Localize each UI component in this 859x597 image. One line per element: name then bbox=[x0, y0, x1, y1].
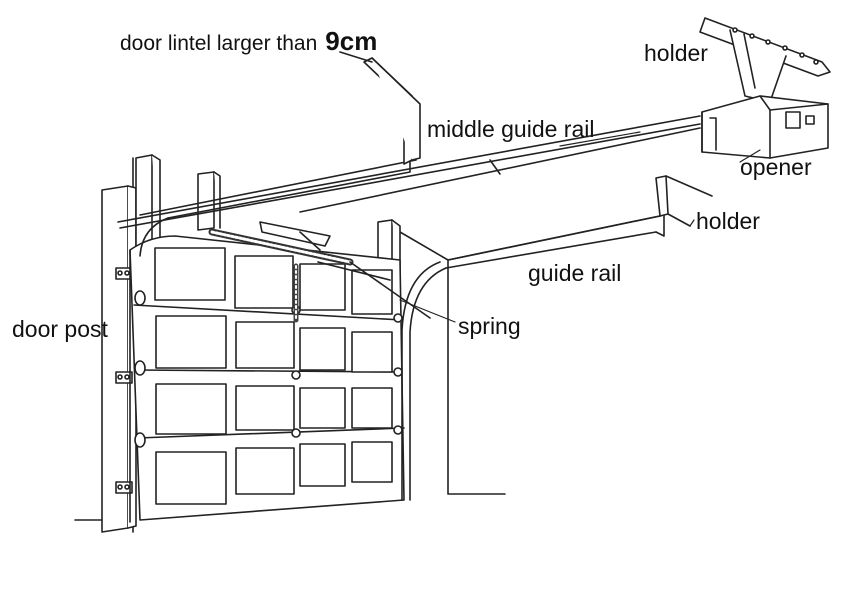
torsion-spring bbox=[208, 221, 431, 323]
door-post-label: door post bbox=[12, 316, 108, 342]
door-rollers bbox=[134, 290, 403, 448]
door-post-hinges bbox=[115, 267, 133, 494]
door-lintel-value: 9cm bbox=[325, 26, 378, 56]
holder-top-label: holder bbox=[644, 40, 708, 66]
spring-label: spring bbox=[458, 313, 521, 339]
door-panels bbox=[154, 247, 393, 505]
door-lintel-text: door lintel larger than bbox=[120, 32, 318, 55]
middle-guide-rail-label: middle guide rail bbox=[427, 116, 595, 142]
guide-rail-label: guide rail bbox=[528, 260, 622, 286]
leader-lines bbox=[399, 131, 761, 323]
side-holder bbox=[655, 175, 713, 227]
lintel-holder bbox=[339, 51, 421, 165]
opener-assembly bbox=[699, 17, 831, 159]
middle-guide-rail bbox=[117, 115, 701, 229]
holder-right-label: holder bbox=[696, 208, 760, 234]
opener-label: opener bbox=[740, 154, 812, 180]
door-post bbox=[101, 154, 401, 533]
door-lintel-label: door lintel larger than 9cm bbox=[120, 28, 377, 54]
